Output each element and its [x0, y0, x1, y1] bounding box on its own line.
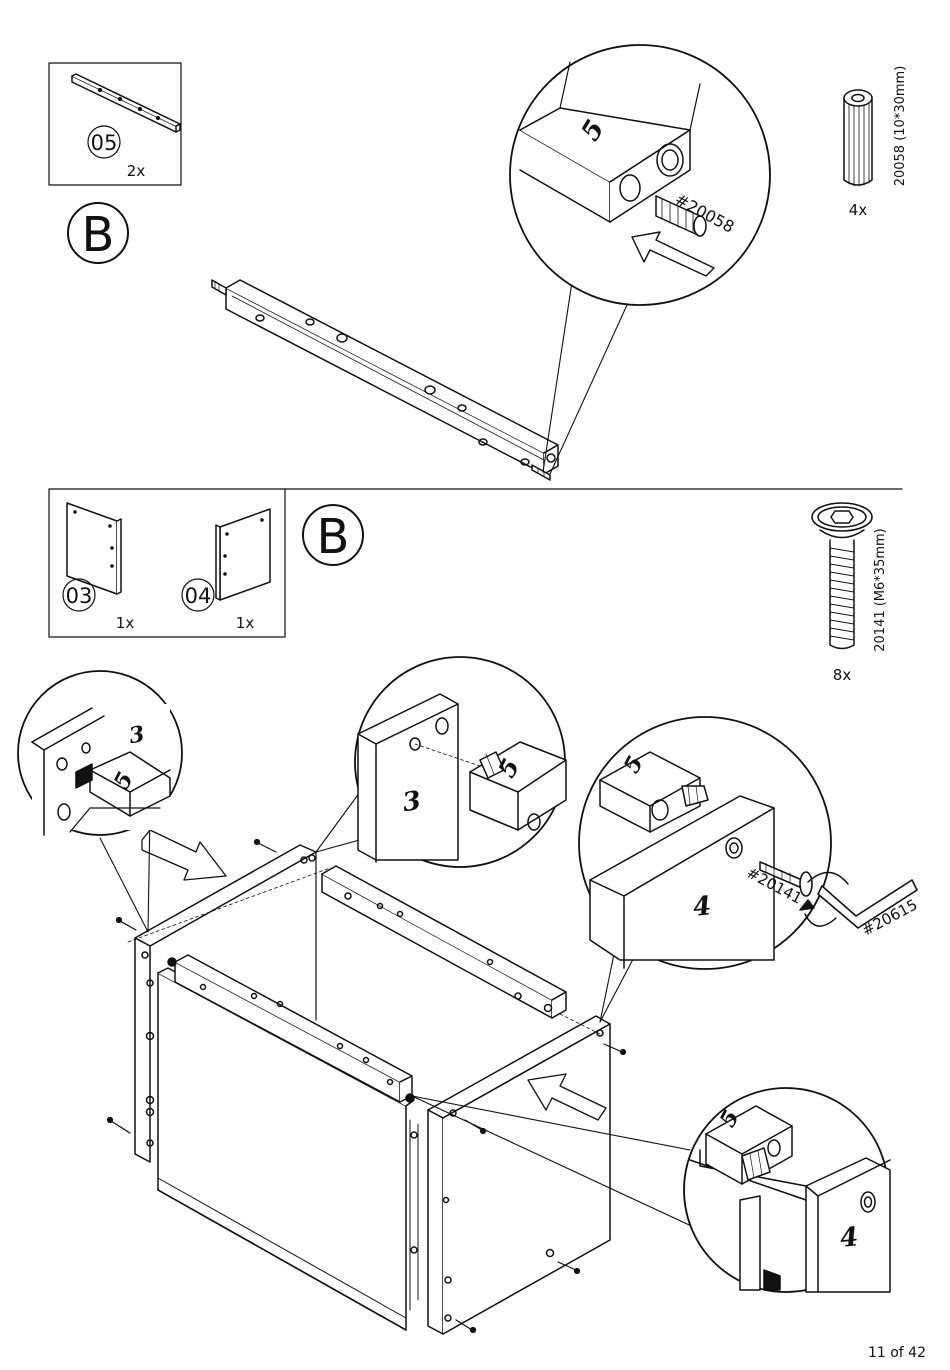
zoom-detail-right: 4 5 #20141 [579, 717, 831, 969]
panel-04-icon [220, 509, 270, 600]
zoom-detail-bottom-right: 5 4 [684, 1088, 890, 1292]
zoom-detail-top-center: 3 5 [355, 657, 566, 867]
part-number-04: 04 [185, 584, 212, 608]
part-box-05: 05 2x [49, 63, 181, 185]
page-number: 11 of 42 [868, 1345, 926, 1361]
step-letter: B [82, 207, 115, 263]
part-box-03-04: 03 04 1x 1x [49, 489, 285, 637]
zoom-r-panel-label: 4 [692, 891, 713, 923]
dowel-hardware [844, 90, 872, 186]
zoom-detail-top-left: 3 5 [18, 671, 182, 835]
part-number-03: 03 [66, 584, 93, 608]
step-letter-2: B [317, 509, 350, 565]
part-number-05: 05 [91, 131, 118, 155]
bolt-hardware-qty: 8x [833, 666, 852, 684]
bolt-hardware-code: 20141 (M6*35mm) [873, 528, 888, 652]
cabinet-assembly [108, 830, 626, 1334]
part-qty-03: 1x [116, 614, 135, 632]
rail-5-drawing [212, 280, 558, 480]
dowel-hardware-code: 20058 (10*30mm) [893, 66, 908, 187]
dowel-hardware-qty: 4x [849, 201, 868, 219]
zoom-dowel-detail: 5 #20058 [510, 45, 770, 305]
panel-03-icon [67, 503, 117, 594]
zoom-br-panel-label: 4 [839, 1222, 860, 1254]
part-qty-04: 1x [236, 614, 255, 632]
bolt-hardware [812, 503, 872, 649]
rail-part-icon [72, 74, 180, 132]
part-qty-05: 2x [127, 162, 146, 180]
